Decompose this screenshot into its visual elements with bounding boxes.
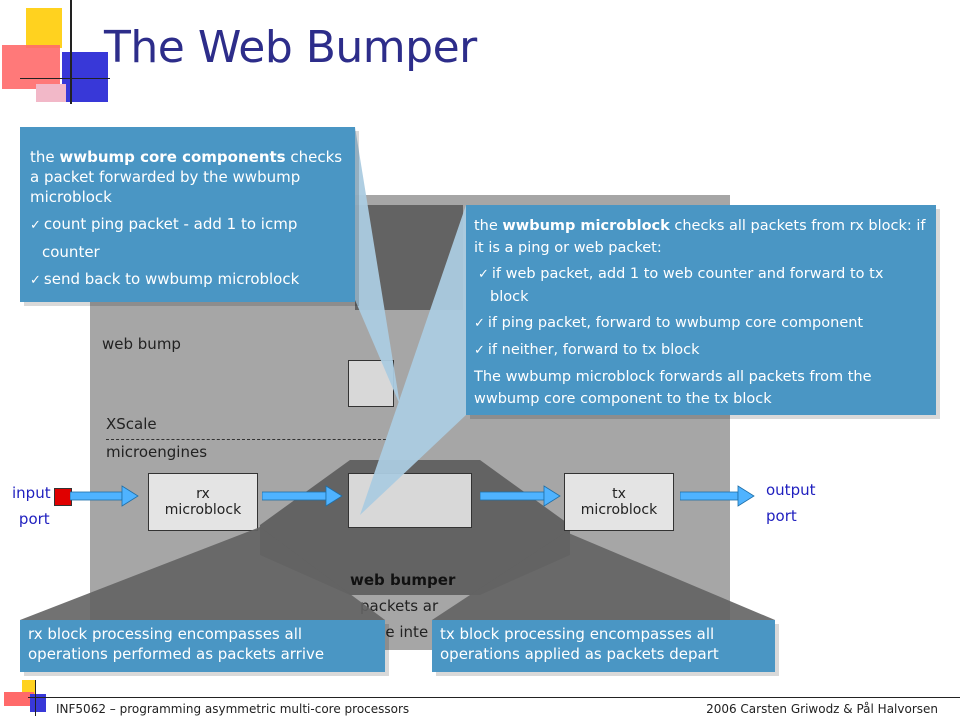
callout-core-component: the wwbump core components checks a pack… (20, 127, 355, 302)
corner-decoration (0, 0, 110, 105)
core-item-2: send back to wwbump microblock (30, 269, 343, 291)
micro-item-1: if web packet, add 1 to web counter and … (474, 263, 926, 308)
callout-rx-block: rx block processing encompasses all oper… (20, 620, 385, 672)
microengines-label: microengines (106, 443, 208, 461)
micro-item-2: if ping packet, forward to wwbump core c… (474, 312, 926, 335)
rx-to-bumper-arrow (262, 485, 343, 507)
slide-title: The Web Bumper (104, 22, 477, 73)
callout-tx-block: tx block processing encompasses all oper… (432, 620, 775, 672)
micro-closing: The wwbump microblock forwards all packe… (474, 369, 872, 407)
output-port-label: output port (766, 481, 816, 525)
micro-item-3: if neither, forward to tx block (474, 339, 926, 362)
footer-authors: 2006 Carsten Griwodz & Pål Halvorsen (706, 702, 938, 716)
input-arrow (70, 485, 139, 507)
web-bumper-center-label: web bumper (350, 571, 456, 589)
web-bumper-left-label: web bump (102, 335, 181, 353)
core-item-1: count ping packet - add 1 to icmp counte… (30, 211, 343, 265)
small-box (348, 360, 394, 407)
footer-decoration (0, 680, 48, 720)
input-port-label: input port (12, 484, 51, 528)
xscale-label: XScale (106, 415, 157, 433)
bumper-to-tx-arrow (480, 485, 561, 507)
center-text-line2: packets ar (360, 597, 439, 615)
tx-microblock: tx microblock (564, 473, 674, 531)
rx-microblock: rx microblock (148, 473, 258, 531)
output-arrow (680, 485, 755, 507)
footer-divider (28, 697, 960, 698)
footer-course: INF5062 – programming asymmetric multi-c… (56, 702, 410, 716)
callout-wwbump-microblock: the wwbump microblock checks all packets… (466, 205, 936, 415)
xscale-divider (106, 439, 386, 440)
